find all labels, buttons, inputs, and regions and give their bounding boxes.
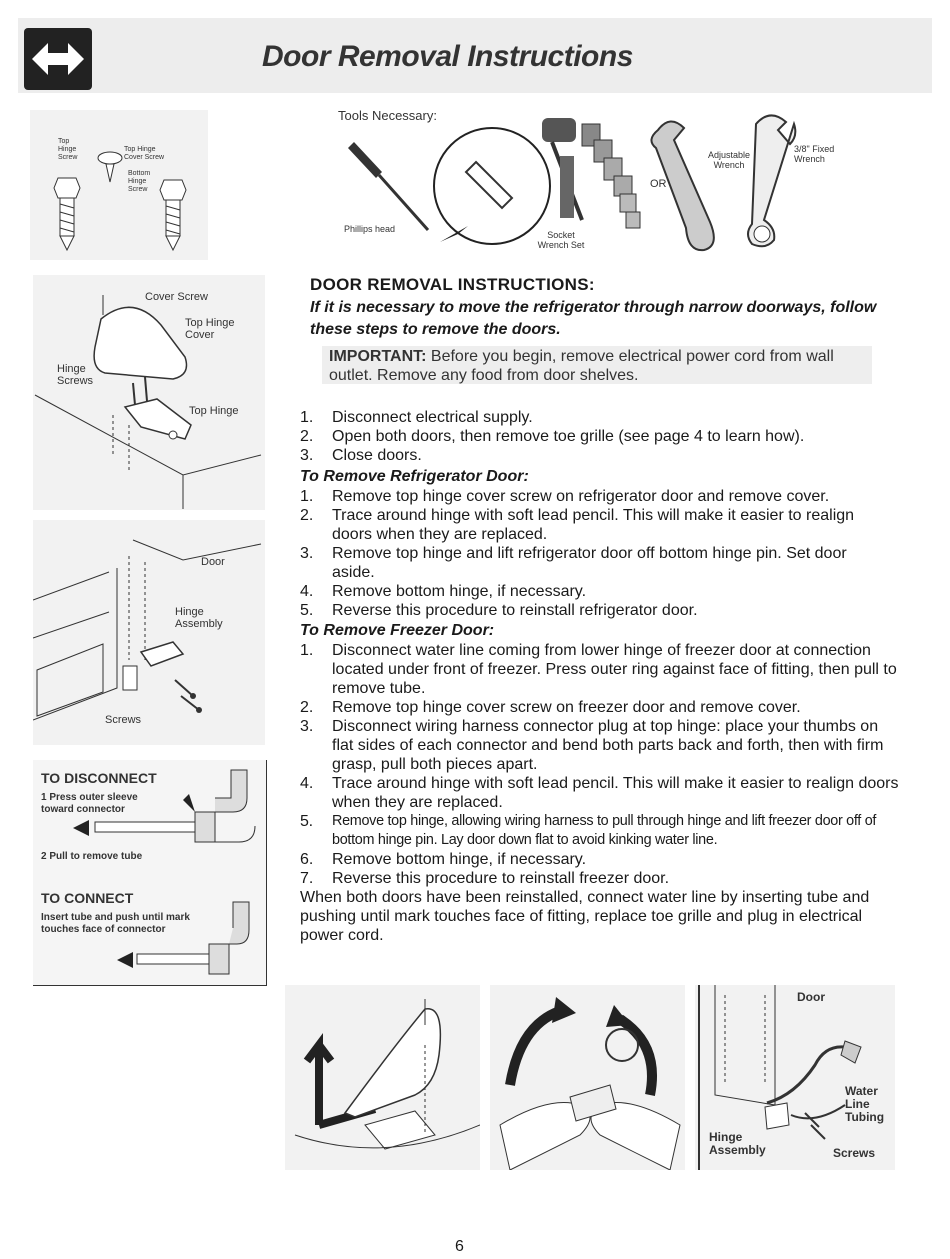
disconnect-step-2: 2 Pull to remove tube xyxy=(41,851,143,862)
closing-text: When both doors have been reinstalled, c… xyxy=(300,889,870,944)
list-item: 3.Disconnect wiring harness connector pl… xyxy=(300,718,884,773)
adjustable-label: Adjustable Wrench xyxy=(707,150,751,170)
phillips-label: Phillips head xyxy=(344,224,396,234)
connect-panel: TO DISCONNECT 1 Press outer sleeve towar… xyxy=(33,760,267,986)
important-body: Before you begin, remove electrical powe… xyxy=(329,348,834,384)
list-item: 1.Remove top hinge cover screw on refrig… xyxy=(300,488,830,505)
list-item: 2.Trace around hinge with soft lead penc… xyxy=(300,507,855,543)
important-note: IMPORTANT: Before you begin, remove elec… xyxy=(329,347,869,385)
list-item: 5.Reverse this procedure to reinstall re… xyxy=(300,602,698,619)
harness-disconnect-figure xyxy=(490,985,685,1171)
cover-screw-label: Cover Screw xyxy=(145,291,208,303)
disconnect-step-1: 1 Press outer sleeve toward connector xyxy=(41,792,138,815)
top-hinge-cover-screw-label: Top Hinge Cover Screw xyxy=(124,146,165,161)
connect-text: Insert tube and push until mark touches … xyxy=(41,912,190,935)
fridge-steps: 1.Remove top hinge cover screw on refrig… xyxy=(300,487,880,620)
fridge-heading: To Remove Refrigerator Door: xyxy=(300,468,529,485)
door-label: Door xyxy=(797,990,825,1004)
top-hinge-label: Top Hinge xyxy=(189,405,239,417)
hinge-screws-label: Hinge Screws xyxy=(57,363,94,387)
list-item: 1.Disconnect water line coming from lowe… xyxy=(300,642,897,697)
general-steps: 1.Disconnect electrical supply. 2.Open b… xyxy=(300,408,900,465)
screws-label: Screws xyxy=(833,1146,876,1160)
list-item: 4.Trace around hinge with soft lead penc… xyxy=(300,775,899,811)
list-item: 4.Remove bottom hinge, if necessary. xyxy=(300,583,587,600)
top-hinge-screw-label: Top Hinge Screw xyxy=(58,138,78,161)
bottom-hinge-figure: Door Hinge Assembly Screws xyxy=(33,520,265,745)
list-item: 3.Close doors. xyxy=(300,447,422,464)
important-label: IMPORTANT: xyxy=(329,348,427,365)
or-label: OR xyxy=(650,178,667,190)
tools-heading: Tools Necessary: xyxy=(338,108,437,123)
intro-text: If it is necessary to move the refrigera… xyxy=(310,299,877,338)
list-item: 7.Reverse this procedure to reinstall fr… xyxy=(300,870,670,887)
freezer-heading: To Remove Freezer Door: xyxy=(300,622,495,639)
connect-title: TO CONNECT xyxy=(41,890,134,906)
hinge-assembly-label: Hinge Assembly xyxy=(709,1130,766,1157)
main-heading: DOOR REMOVAL INSTRUCTIONS: xyxy=(310,275,595,294)
list-item: 1.Disconnect electrical supply. xyxy=(300,409,533,426)
hardware-figure: Top Hinge Screw Top Hinge Cover Screw Bo… xyxy=(30,110,208,260)
tools-figure: Tools Necessary: Phillips head Socket Wr… xyxy=(290,100,850,260)
door-label: Door xyxy=(201,556,225,568)
page-title: Door Removal Instructions xyxy=(262,40,633,73)
disconnect-title: TO DISCONNECT xyxy=(41,770,157,786)
list-item: 6.Remove bottom hinge, if necessary. xyxy=(300,851,587,868)
screws-label: Screws xyxy=(105,714,142,726)
list-item: 3.Remove top hinge and lift refrigerator… xyxy=(300,545,847,581)
socket-label: Socket Wrench Set xyxy=(537,230,585,250)
cover-removal-figure xyxy=(285,985,481,1170)
water-line-figure: Door Water Line Tubing Hinge Assembly Sc… xyxy=(695,985,895,1170)
water-line-tubing-label: Water Line Tubing xyxy=(845,1084,885,1124)
top-hinge-cover-label: Top Hinge Cover xyxy=(185,317,235,341)
page-number: 6 xyxy=(455,1238,464,1255)
list-item: 5.Remove top hinge, allowing wiring harn… xyxy=(300,813,877,848)
fixed-label: 3/8" Fixed Wrench xyxy=(794,144,835,164)
list-item: 2.Remove top hinge cover screw on freeze… xyxy=(300,699,801,716)
freezer-steps: 1.Disconnect water line coming from lowe… xyxy=(300,641,900,888)
bottom-hinge-screw-label: Bottom Hinge Screw xyxy=(128,170,151,193)
header-band xyxy=(18,18,932,93)
list-item: 2.Open both doors, then remove toe grill… xyxy=(300,428,805,445)
top-hinge-figure: Cover Screw Top Hinge Cover Hinge Screws… xyxy=(33,275,265,510)
important-box xyxy=(322,346,872,384)
hinge-assembly-label: Hinge Assembly xyxy=(175,606,223,630)
double-arrow-icon xyxy=(24,28,92,90)
